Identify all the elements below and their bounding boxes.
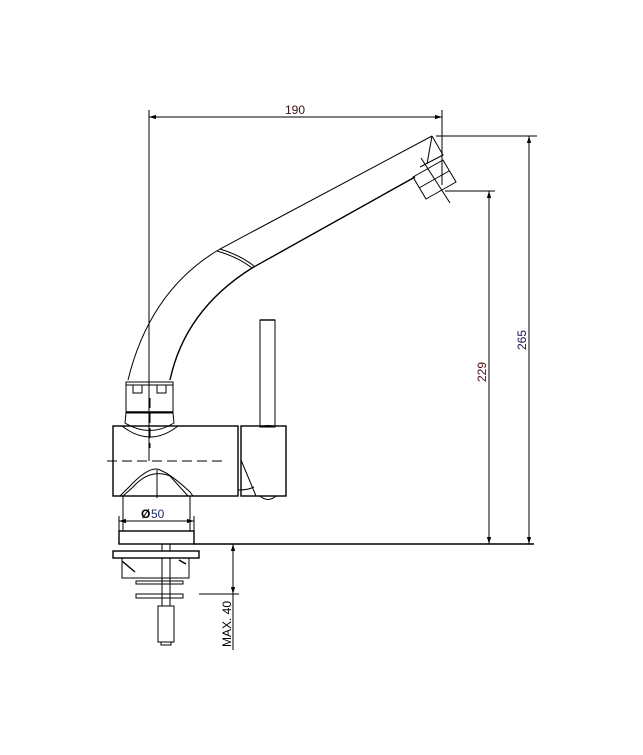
reach-dimension-label: 190 (285, 103, 305, 117)
max-thickness-label: MAX. 40 (220, 601, 234, 647)
aerator (412, 135, 457, 204)
tap-body (107, 398, 239, 498)
diameter-symbol: Ø (141, 507, 150, 521)
base (112, 496, 200, 646)
lever (237, 319, 287, 500)
total-height-dimension-label: 265 (515, 330, 529, 350)
outlet-height-dimension-label: 229 (475, 362, 489, 382)
spout (127, 135, 457, 381)
dimension-lines (118, 110, 537, 650)
base-diameter-label: 50 (151, 507, 165, 521)
